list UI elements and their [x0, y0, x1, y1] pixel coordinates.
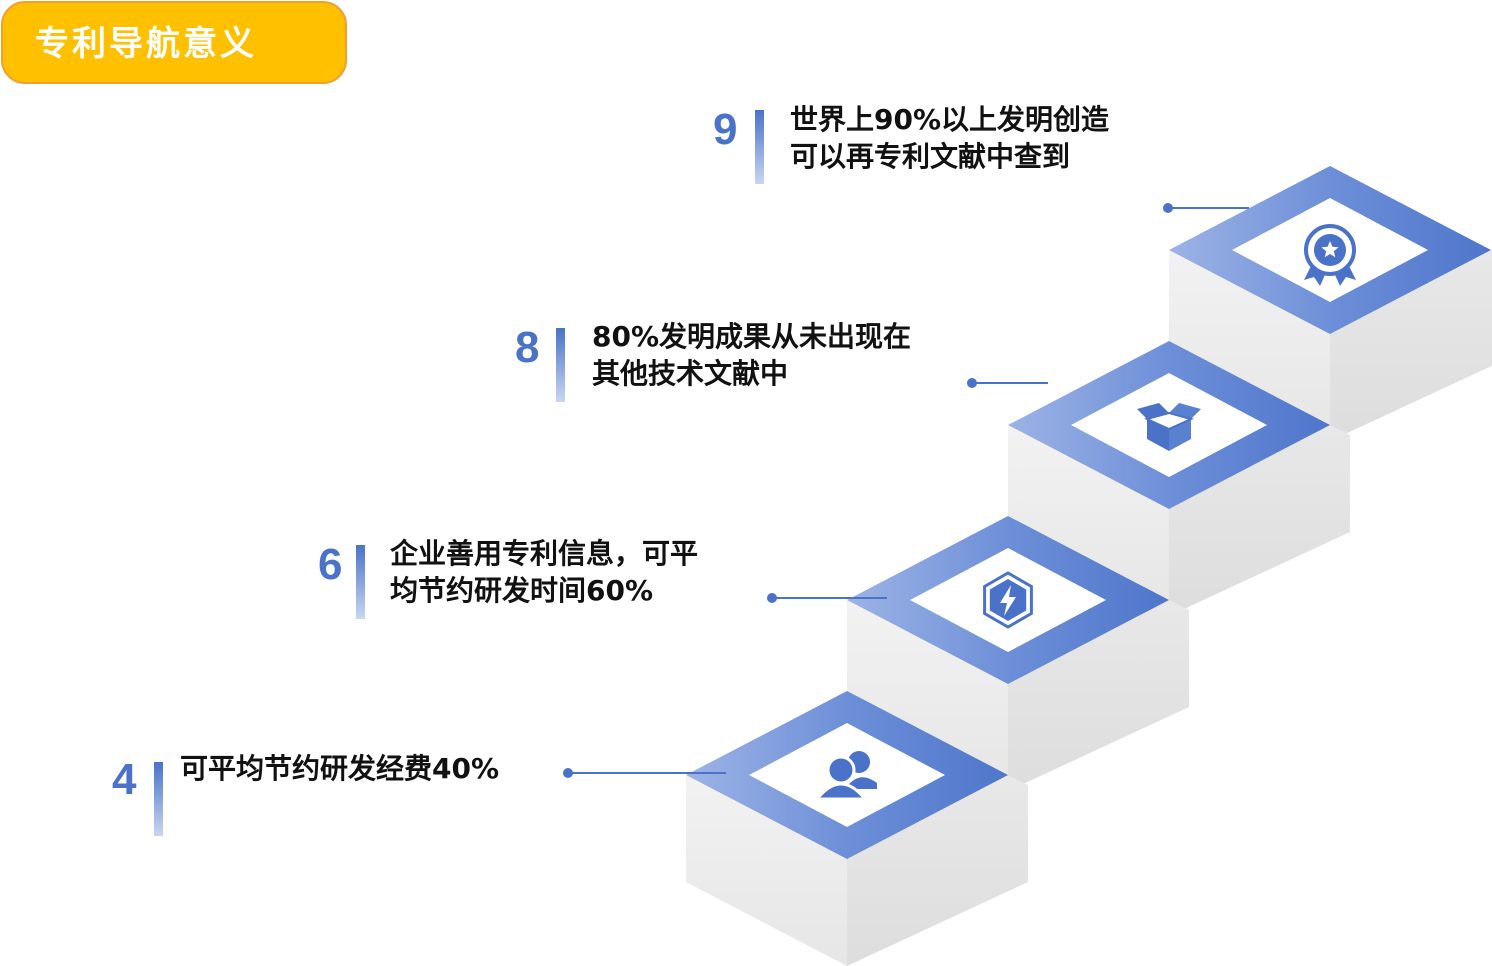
stair-right-face — [1330, 250, 1492, 441]
connector-9 — [1163, 203, 1249, 213]
step-description: 可平均节约研发经费40% — [180, 750, 499, 787]
stair-left-face — [1169, 250, 1330, 441]
stair-left-face — [1008, 425, 1169, 616]
stair-right-face — [1169, 425, 1350, 616]
connector-8 — [967, 378, 1048, 388]
stair-top-9 — [1169, 166, 1491, 334]
page-title: 专利导航意义 — [35, 24, 257, 64]
title-badge: 专利导航意义 — [1, 1, 347, 84]
step-description: 企业善用专利信息，可平均节约研发时间60% — [390, 535, 698, 609]
connector-6 — [767, 593, 887, 603]
step-description-line: 可平均节约研发经费40% — [180, 752, 500, 785]
step-number: 9 — [713, 105, 738, 154]
connector-dot — [967, 378, 977, 388]
step-description-line: 世界上90%以上发明创造 — [790, 103, 1110, 136]
lightning-hexagon-icon — [983, 571, 1033, 629]
stair-top-4 — [686, 691, 1008, 859]
step-number: 8 — [515, 323, 540, 372]
step-accent-bar — [556, 328, 565, 402]
step-description-line: 均节约研发时间60% — [390, 574, 654, 607]
stair-step-6 — [847, 600, 1189, 791]
stair-top-8 — [1008, 341, 1330, 509]
stair-right-face — [1008, 600, 1189, 791]
stair-right-face — [847, 775, 1028, 966]
step-description: 世界上90%以上发明创造可以再专利文献中查到 — [790, 101, 1109, 175]
step-number: 6 — [318, 540, 343, 589]
stair-step-9 — [1169, 250, 1492, 441]
step-description: 80%发明成果从未出现在其他技术文献中 — [592, 318, 911, 392]
step-description-line: 企业善用专利信息，可平 — [390, 537, 699, 570]
step-number: 4 — [112, 755, 137, 804]
step-accent-bar — [154, 762, 163, 836]
connector-dot — [1163, 203, 1173, 213]
step-description-line: 可以再专利文献中查到 — [790, 140, 1071, 173]
step-description-line: 其他技术文献中 — [592, 357, 789, 390]
stair-left-face — [847, 600, 1008, 791]
step-accent-bar — [356, 545, 365, 619]
step-accent-bar — [755, 110, 764, 184]
stair-left-face — [686, 775, 847, 966]
step-description-line: 80%发明成果从未出现在 — [592, 320, 912, 353]
connector-4 — [563, 768, 726, 778]
stair-step-8 — [1008, 425, 1350, 616]
stair-top-6 — [847, 516, 1169, 684]
connector-dot — [767, 593, 777, 603]
connector-dot — [563, 768, 573, 778]
stair-step-4 — [686, 775, 1028, 966]
